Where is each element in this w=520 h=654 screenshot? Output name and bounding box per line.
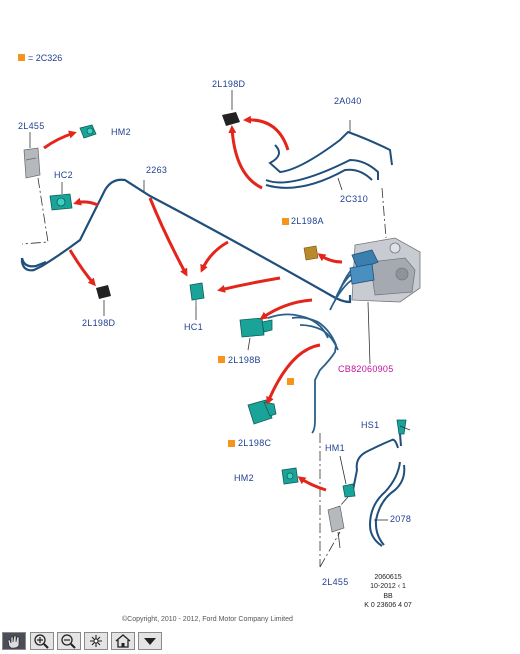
connector-hm1 <box>342 483 356 498</box>
orange-marker-2l198c <box>228 440 235 447</box>
abs-module <box>349 237 421 303</box>
copyright-text: ©Copyright, 2010 - 2012, Ford Motor Comp… <box>122 616 293 623</box>
home-button[interactable] <box>111 632 135 650</box>
label-cb82060905: CB82060905 <box>338 364 394 374</box>
triangle-down-icon <box>144 638 156 645</box>
code-line: BB <box>383 592 393 600</box>
code-line: 10-2012 ‹ 1 <box>370 583 406 591</box>
connector-2l198c <box>247 399 277 425</box>
label-2263: 2263 <box>146 165 168 175</box>
label-2a040: 2A040 <box>334 96 362 106</box>
clip-2l198d-top <box>222 112 240 126</box>
menu-button[interactable] <box>138 632 162 650</box>
connector-2l198b <box>239 317 273 338</box>
red-arrows <box>43 115 343 492</box>
label-2078: 2078 <box>390 514 412 524</box>
label-2l198a: 2L198A <box>291 216 324 226</box>
clip-2l198a <box>303 245 319 261</box>
label-hm1: HM1 <box>325 443 345 453</box>
brake-pipes-2a040 <box>265 130 393 189</box>
brake-pipe-2078 <box>352 438 406 547</box>
orange-marker-2l198b <box>218 356 225 363</box>
legend: = 2C326 <box>18 53 62 63</box>
leader-lines <box>21 177 387 568</box>
clip-2l198d-left <box>96 285 111 299</box>
code-line: K 0 23606 4 07 <box>364 601 412 609</box>
bracket-2l455-bottom <box>327 505 345 533</box>
zoom-out-button[interactable] <box>57 632 81 650</box>
label-2l455-bottom: 2L455 <box>322 577 349 587</box>
connector-hc1 <box>189 282 205 306</box>
label-hm2-bottom: HM2 <box>234 473 254 483</box>
label-2l198d-top: 2L198D <box>212 79 246 89</box>
home-icon <box>115 634 131 648</box>
pan-tool-button[interactable] <box>2 632 26 650</box>
label-2l455-top: 2L455 <box>18 121 45 131</box>
label-hc1: HC1 <box>184 322 203 332</box>
code-line: 2060615 <box>374 574 402 581</box>
brake-pipes-abs-bundle <box>267 257 373 434</box>
orange-square-icon <box>18 54 25 61</box>
viewer-toolbar <box>0 632 520 650</box>
fit-button[interactable] <box>84 632 108 650</box>
label-2c310: 2C310 <box>340 194 369 204</box>
sensor-hs1 <box>396 419 407 447</box>
label-2l198d-left: 2L198D <box>82 318 116 328</box>
connector-hm2-top <box>79 124 97 139</box>
label-hm2-top: HM2 <box>111 127 131 137</box>
zoom-in-icon <box>34 634 49 649</box>
zoom-in-button[interactable] <box>30 632 54 650</box>
callout-lines <box>29 90 411 549</box>
zoom-out-icon <box>61 634 76 649</box>
connector-hc2 <box>49 193 73 211</box>
legend-text: = 2C326 <box>28 53 63 63</box>
label-2l198c: 2L198C <box>238 438 272 448</box>
brake-pipe-2263 <box>20 178 352 304</box>
label-hs1: HS1 <box>361 420 380 430</box>
hand-icon <box>7 635 20 649</box>
label-hc2: HC2 <box>54 170 73 180</box>
brake-lines-diagram <box>20 90 421 568</box>
orange-marker-pipe <box>287 378 294 385</box>
bracket-2l455-top <box>23 147 41 179</box>
fit-icon <box>90 635 102 647</box>
orange-marker-2l198a <box>282 218 289 225</box>
illustration-code: 2060615 10-2012 ‹ 1 BB K 0 23606 4 07 <box>364 573 412 610</box>
label-2l198b: 2L198B <box>228 355 261 365</box>
connector-hm2-bottom <box>281 467 299 485</box>
